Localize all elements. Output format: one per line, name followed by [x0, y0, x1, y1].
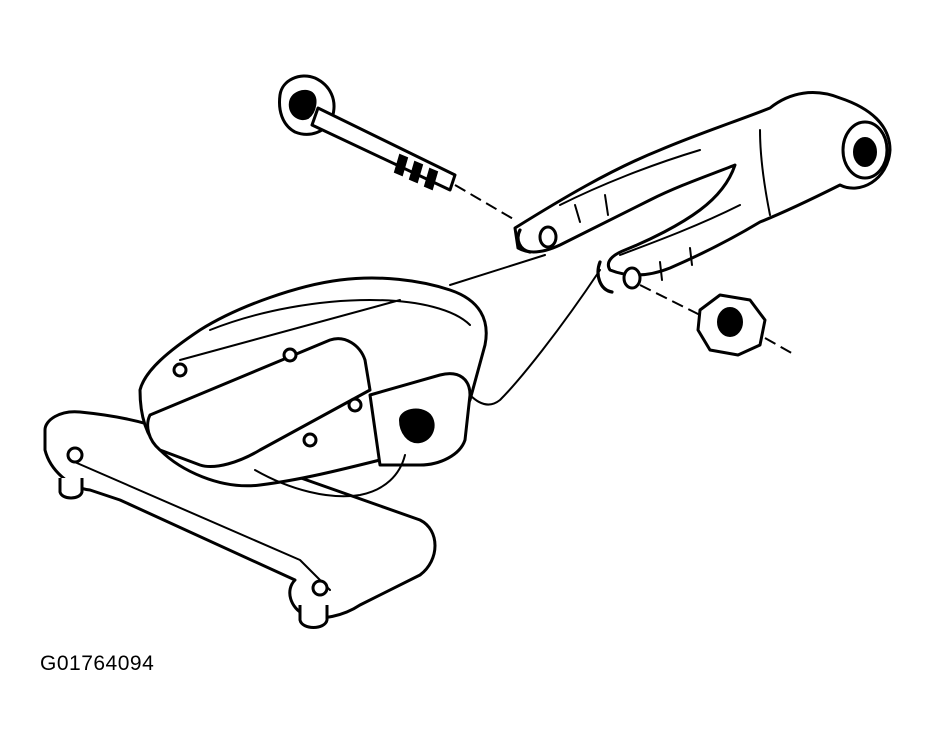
alignment-line [469, 269, 601, 406]
mounting-bracket [43, 276, 488, 629]
nut [639, 284, 796, 357]
figure-code: G01764094 [40, 652, 155, 675]
alignment-line [449, 254, 546, 286]
control-arm [513, 91, 892, 294]
bolt [278, 74, 516, 221]
